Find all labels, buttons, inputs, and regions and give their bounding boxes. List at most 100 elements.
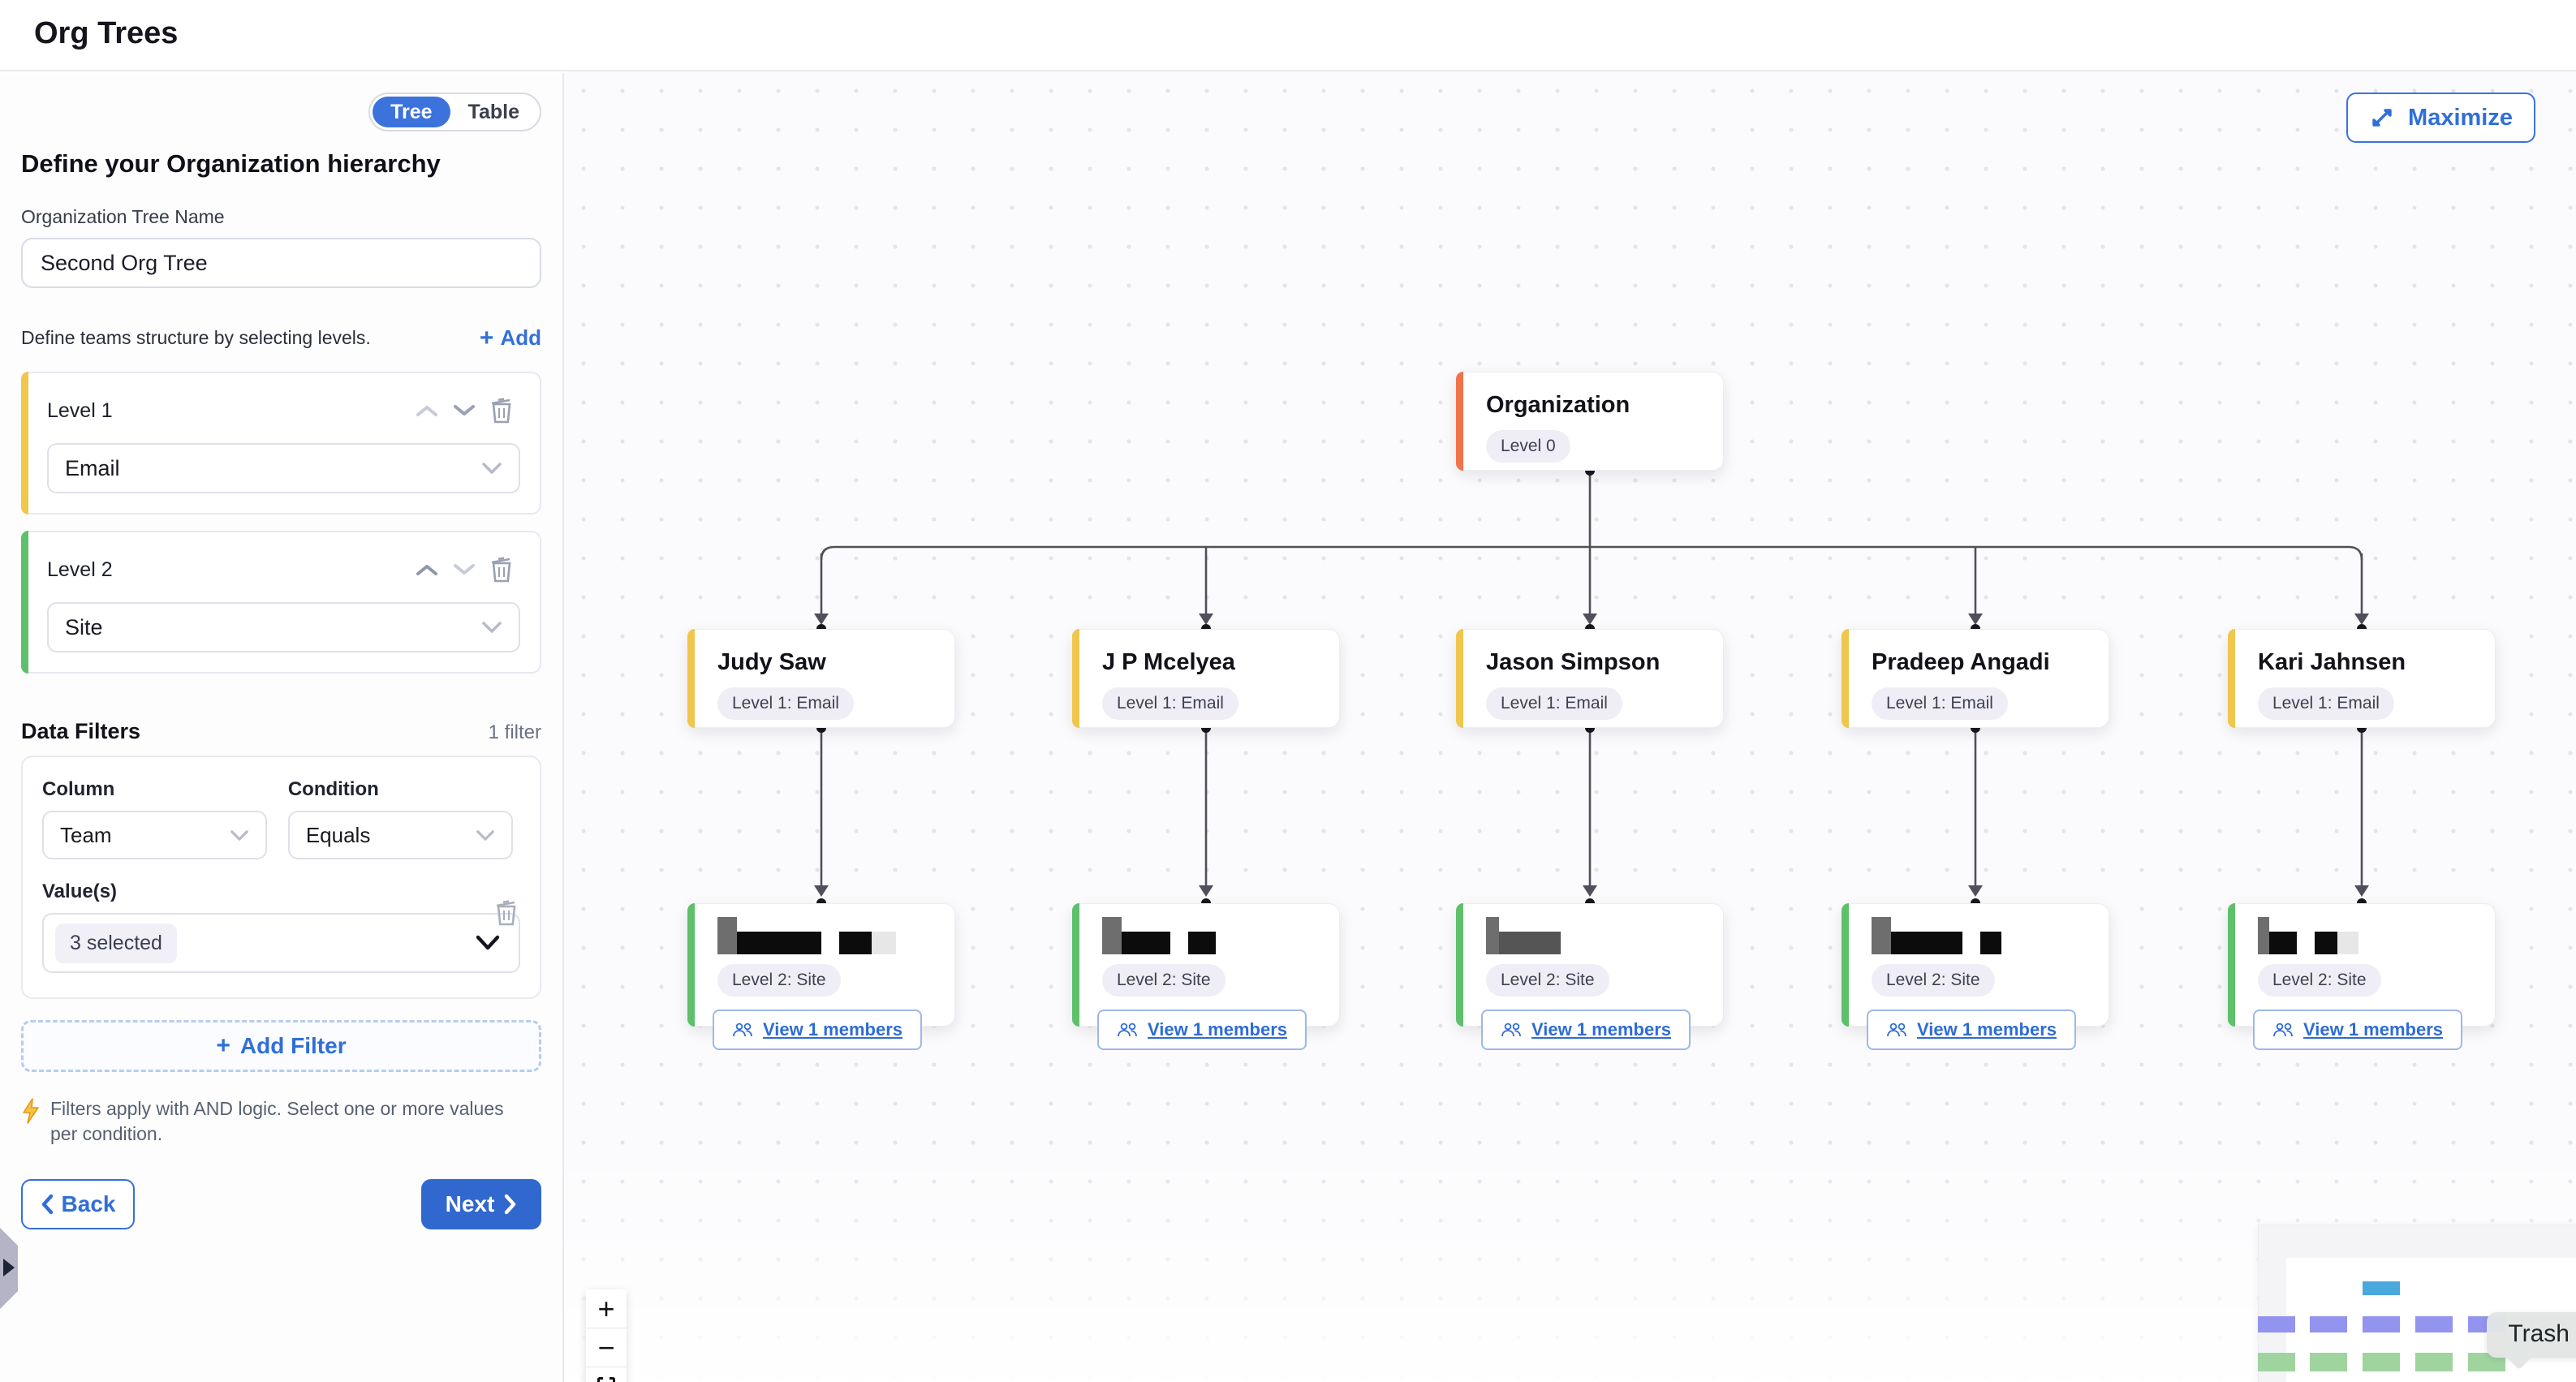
chevron-down-icon [476, 935, 500, 950]
page-title: Org Trees [34, 16, 179, 50]
lightning-icon [23, 1098, 39, 1124]
level-badge: Level 1: Email [1102, 687, 1238, 720]
level-2-select[interactable]: Site [47, 602, 520, 652]
minimap-root-node [2363, 1281, 2400, 1295]
move-up-icon[interactable] [408, 394, 446, 427]
members-icon [1501, 1023, 1521, 1037]
view-toggle[interactable]: Tree Table [368, 93, 541, 131]
condition-select[interactable]: Equals [287, 811, 513, 859]
level-2-label: Level 2 [47, 558, 113, 581]
toggle-table[interactable]: Table [467, 101, 519, 123]
node-title: Organization [1486, 392, 1630, 418]
redacted-name [1102, 917, 1323, 954]
org-node-level1[interactable]: Kari Jahnsen Level 1: Email [2228, 629, 2496, 728]
org-node-root[interactable]: Organization Level 0 [1456, 372, 1724, 471]
members-icon [1887, 1023, 1906, 1037]
node-accent-bar [687, 629, 695, 728]
members-icon [2273, 1023, 2293, 1037]
node-accent-bar [2228, 629, 2235, 728]
column-select[interactable]: Team [42, 811, 267, 859]
back-button[interactable]: Back [21, 1179, 135, 1230]
move-down-icon[interactable] [446, 394, 483, 427]
level-card-2: Level 2 Site [21, 531, 541, 674]
trash-tooltip: Trash [2487, 1312, 2576, 1370]
delete-filter-icon[interactable] [488, 897, 525, 929]
zoom-in-button[interactable]: + [586, 1289, 627, 1328]
move-down-icon[interactable] [446, 553, 483, 586]
org-node-level2[interactable]: Level 2: Site View 1 members [2228, 903, 2496, 1050]
redacted-name [2258, 917, 2479, 954]
expand-arrow-icon [3, 1259, 15, 1277]
org-node-level2[interactable]: Level 2: Site View 1 members [1456, 903, 1724, 1050]
node-accent-bar [687, 903, 695, 1027]
fit-view-button[interactable] [586, 1367, 627, 1382]
add-filter-button[interactable]: + Add Filter [21, 1020, 541, 1072]
org-tree-canvas[interactable]: Maximize [564, 71, 2576, 1382]
view-members-button[interactable]: View 1 members [2253, 1010, 2462, 1050]
level-card-1: Level 1 Email [21, 372, 541, 514]
condition-label: Condition [287, 778, 379, 800]
org-node-level2[interactable]: Level 2: Site View 1 members [1072, 903, 1340, 1050]
plus-icon: + [216, 1032, 230, 1059]
org-node-level2[interactable]: Level 2: Site View 1 members [1842, 903, 2109, 1050]
level-badge: Level 0 [1486, 430, 1570, 463]
add-level-button[interactable]: + Add [479, 324, 541, 351]
node-title: Judy Saw [717, 649, 826, 675]
members-icon [1118, 1023, 1137, 1037]
sidebar: Tree Table Define your Organization hier… [0, 73, 564, 1382]
node-accent-bar [1456, 903, 1463, 1027]
node-accent-bar [1842, 903, 1849, 1027]
node-accent-bar [1456, 372, 1463, 471]
view-members-button[interactable]: View 1 members [713, 1010, 922, 1050]
chevron-right-icon [505, 1194, 516, 1215]
zoom-out-button[interactable]: − [586, 1328, 627, 1367]
org-node-level2[interactable]: Level 2: Site View 1 members [687, 903, 955, 1050]
level-1-select[interactable]: Email [47, 443, 520, 493]
org-node-level1[interactable]: J P Mcelyea Level 1: Email [1072, 629, 1340, 728]
org-node-level1[interactable]: Jason Simpson Level 1: Email [1456, 629, 1724, 728]
delete-level-icon[interactable] [483, 553, 520, 586]
level-badge: Level 2: Site [1872, 964, 1995, 997]
view-members-button[interactable]: View 1 members [1481, 1010, 1691, 1050]
level-2-accent-bar [21, 531, 28, 674]
sidebar-heading: Define your Organization hierarchy [21, 149, 441, 178]
level-badge: Level 2: Site [2258, 964, 2381, 997]
view-members-button[interactable]: View 1 members [1097, 1010, 1307, 1050]
filter-count: 1 filter [488, 721, 541, 743]
node-title: Jason Simpson [1486, 649, 1661, 675]
minimap-level1-node [2310, 1316, 2347, 1332]
toggle-tree[interactable]: Tree [373, 97, 450, 127]
level-1-label: Level 1 [47, 398, 113, 422]
node-title: Pradeep Angadi [1872, 649, 2050, 675]
move-up-icon[interactable] [408, 553, 446, 586]
level-badge: Level 1: Email [1486, 687, 1622, 720]
levels-hint: Define teams structure by selecting leve… [21, 327, 371, 348]
tree-name-input[interactable] [21, 238, 541, 288]
minimap-level2-node [2415, 1353, 2453, 1371]
org-node-level1[interactable]: Judy Saw Level 1: Email [687, 629, 955, 728]
filters-note: Filters apply with AND logic. Select one… [21, 1096, 510, 1147]
node-accent-bar [1456, 629, 1463, 728]
org-node-level1[interactable]: Pradeep Angadi Level 1: Email [1842, 629, 2109, 728]
level-badge: Level 1: Email [1872, 687, 2008, 720]
chevron-left-icon [41, 1194, 53, 1215]
filter-card: Column Team Condition Equals Value(s) 3 … [21, 756, 541, 999]
members-icon [733, 1023, 752, 1037]
fit-view-icon [597, 1377, 615, 1382]
next-button[interactable]: Next [421, 1179, 541, 1230]
view-members-button[interactable]: View 1 members [1867, 1010, 2076, 1050]
app-header: Org Trees [0, 0, 2576, 71]
redacted-name [1872, 917, 2092, 954]
sidebar-collapse-handle[interactable] [0, 1228, 18, 1309]
delete-level-icon[interactable] [483, 394, 520, 427]
node-accent-bar [1072, 629, 1079, 728]
level-badge: Level 2: Site [717, 964, 841, 997]
values-select[interactable]: 3 selected [42, 913, 520, 973]
chevron-down-icon [230, 829, 248, 841]
level-badge: Level 1: Email [717, 687, 854, 720]
selected-count-chip: 3 selected [55, 923, 177, 963]
level-1-accent-bar [21, 372, 28, 514]
maximize-button[interactable]: Maximize [2346, 93, 2535, 143]
chevron-down-icon [482, 622, 502, 633]
level-badge: Level 2: Site [1486, 964, 1609, 997]
